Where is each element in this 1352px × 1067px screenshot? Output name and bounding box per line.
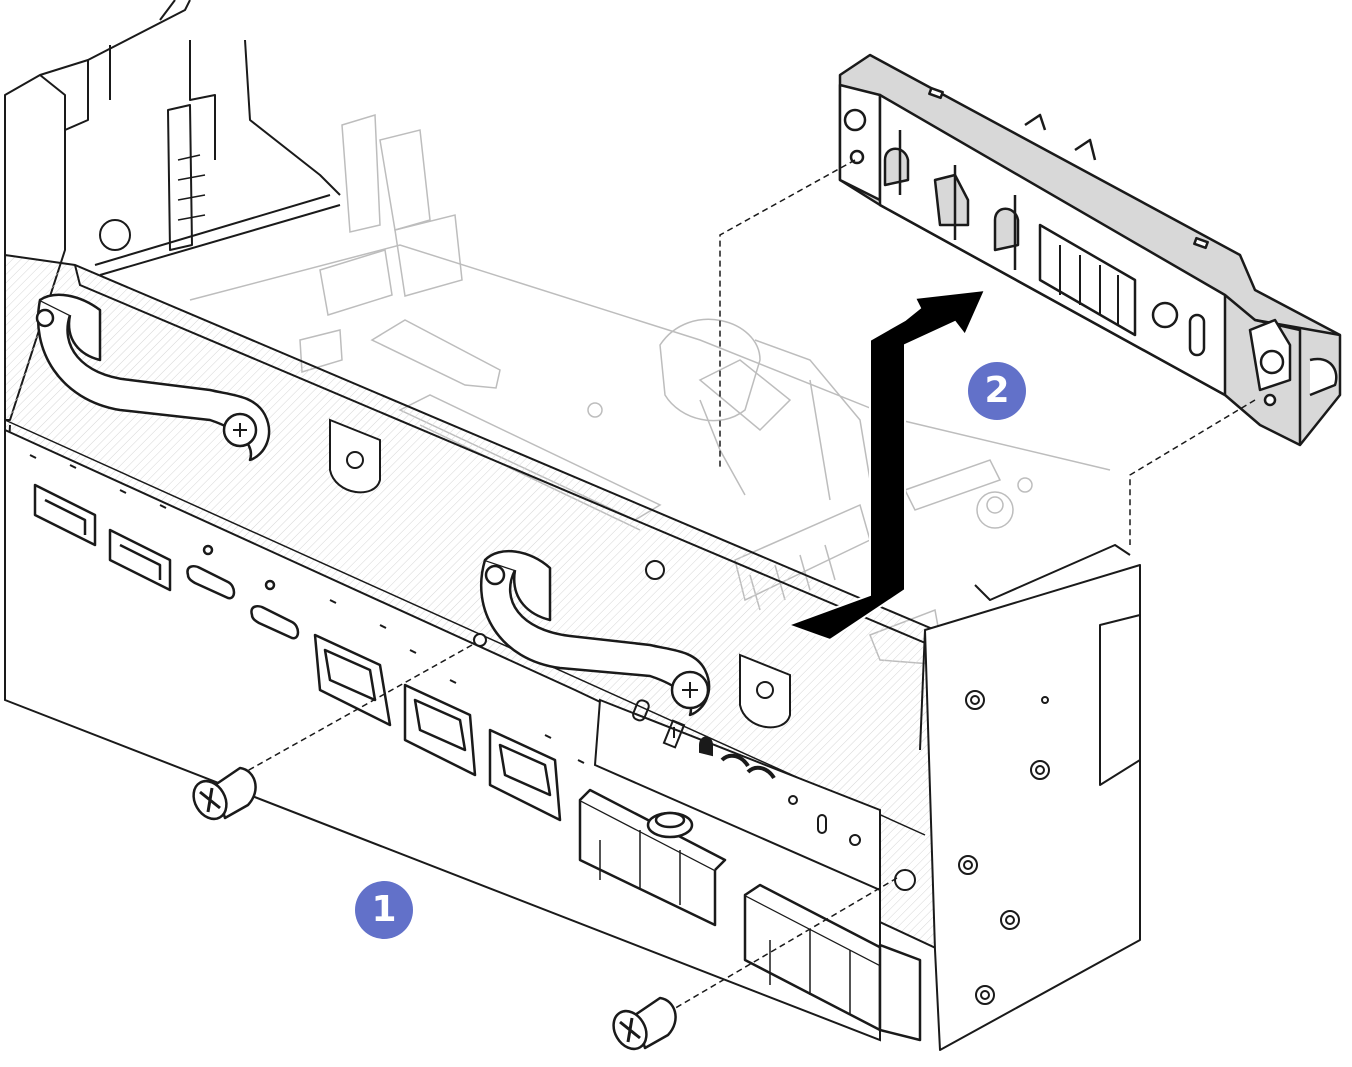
lock-icon [699, 736, 713, 757]
right-handle [480, 549, 711, 717]
bezel-tabs [329, 418, 916, 891]
callout-step-2-label: 2 [984, 370, 1010, 411]
alignment-guides [239, 159, 1256, 1021]
right-side-wall [919, 544, 1141, 1051]
callout-step-1-label: 1 [371, 889, 397, 930]
front-io-ports [33, 483, 922, 1042]
status-panel [593, 698, 881, 892]
removal-arrow-icon [785, 288, 987, 642]
removed-bracket [838, 53, 1342, 447]
callout-step-2: 2 [968, 362, 1026, 420]
screw-icon [192, 766, 257, 821]
callout-step-1: 1 [355, 881, 413, 939]
screw-icon [612, 996, 677, 1051]
exclamation-icon [662, 719, 686, 749]
left-handle [35, 293, 271, 462]
wifi-icon [720, 753, 750, 768]
